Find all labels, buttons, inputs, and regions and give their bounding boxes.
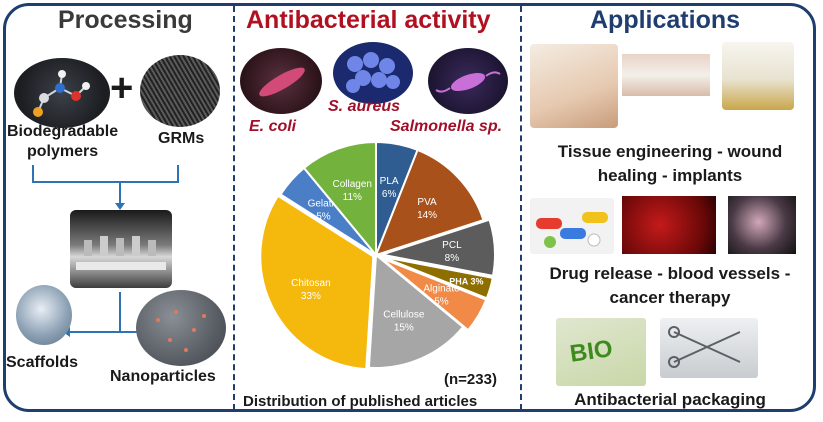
pie-caption: Distribution of published articles <box>243 393 478 410</box>
particle-dots-icon <box>156 310 206 352</box>
drug-release-label: Drug release - blood vessels - cancer th… <box>526 262 814 310</box>
biodegradable-polymers-label: Biodegradable polymers <box>7 122 118 162</box>
pie-slice-pha <box>381 255 494 300</box>
scaffold-image <box>16 285 72 345</box>
plus-sign: + <box>110 66 134 110</box>
pie-slice-pcl <box>381 218 496 277</box>
pie-label-alginate-pct: 5% <box>434 297 449 308</box>
rod-bacteria-icon <box>259 67 305 97</box>
pie-slice-pva <box>374 148 485 257</box>
pie-slice-collagen <box>302 140 377 258</box>
article-count-label: (n=233) <box>444 371 497 388</box>
molecule-icon <box>33 70 90 117</box>
bio-logo-text: BIO <box>568 335 615 368</box>
cocci-bacteria-icon <box>346 52 400 93</box>
saureus-image <box>333 42 413 104</box>
nanoparticle-image <box>136 290 226 366</box>
surgical-tools-image <box>660 318 758 378</box>
drug-line-2: cancer therapy <box>609 288 731 307</box>
divider-left <box>233 6 235 410</box>
antibacterial-heading: Antibacterial activity <box>246 6 491 34</box>
pie-label-gelatin-pct: 5% <box>316 212 331 223</box>
scaffolds-label: Scaffolds <box>6 354 79 371</box>
pie-label-pva-pct: 14% <box>417 210 437 221</box>
pie-slice-alginate <box>380 257 488 332</box>
pie-label-pla-pct: 6% <box>382 189 397 200</box>
pie-label-collagen-name: Collagen <box>333 179 372 190</box>
distribution-pie-chart: PLA 6% PVA 14% PCL 8% PHA 3%Alginate 5% Cellulos… <box>259 140 496 371</box>
graphene-mesh-image <box>140 55 220 127</box>
bio-packaging-image: BIO <box>556 318 646 386</box>
applications-heading: Applications <box>590 6 741 34</box>
grms-label: GRMs <box>158 130 205 147</box>
pie-label-pcl-pct: 8% <box>445 253 460 264</box>
pie-slice-chitosan <box>259 194 375 371</box>
wound-dressing-image <box>622 54 710 96</box>
pie-label-pla-name: PLA <box>380 176 399 187</box>
electrospinning-machine-image <box>70 210 172 288</box>
processing-heading: Processing <box>58 6 193 34</box>
pie-slice-cellulose <box>367 252 465 369</box>
biodegradable-line-1: Biodegradable <box>7 123 119 140</box>
pie-label-pha: PHA 3% <box>449 276 483 286</box>
pills-icon <box>536 212 608 248</box>
machine-icon <box>76 236 166 270</box>
cancer-cell-image <box>728 196 796 254</box>
pie-label-collagen-pct: 11% <box>343 192 362 203</box>
blood-vessel-image <box>622 196 716 254</box>
pie-label-gelatin-name: Gelatin <box>308 199 340 210</box>
tissue-engineering-label: Tissue engineering - wound healing - imp… <box>526 140 814 188</box>
polymer-molecule-image <box>14 58 110 128</box>
ecoli-label: E. coli <box>249 118 297 135</box>
pie-label-cellulose-name: Cellulose <box>383 309 425 320</box>
drug-line-1: Drug release - blood vessels - <box>549 264 791 283</box>
pie-label-chitosan-name: Chitosan <box>291 278 330 289</box>
packaging-label: Antibacterial packaging <box>574 390 766 409</box>
pie-label-pva-name: PVA <box>417 197 437 208</box>
biodegradable-line-2: polymers <box>27 143 99 160</box>
pie-label-pcl-name: PCL <box>442 240 462 251</box>
salmonella-image <box>428 48 508 114</box>
nanoparticles-label: Nanoparticles <box>110 368 216 385</box>
pie-label-cellulose-pct: 15% <box>394 322 414 333</box>
dental-implant-image <box>722 42 794 110</box>
pie-label-chitosan-pct: 33% <box>301 291 321 302</box>
ecoli-image <box>240 48 322 114</box>
divider-right <box>520 6 522 410</box>
pills-image <box>530 198 614 254</box>
pie-label-alginate-name: Alginate <box>423 284 460 295</box>
tissue-line-1: Tissue engineering - wound <box>557 142 783 161</box>
foot-skeleton-image <box>530 44 618 128</box>
processing-flow-arrows <box>32 165 179 337</box>
tissue-line-2: healing - implants <box>597 166 743 185</box>
saureus-label: S. aureus <box>328 98 401 115</box>
salmonella-label: Salmonella sp. <box>390 118 503 135</box>
scissors-icon <box>668 326 741 368</box>
flagellated-bacteria-icon <box>435 71 501 93</box>
